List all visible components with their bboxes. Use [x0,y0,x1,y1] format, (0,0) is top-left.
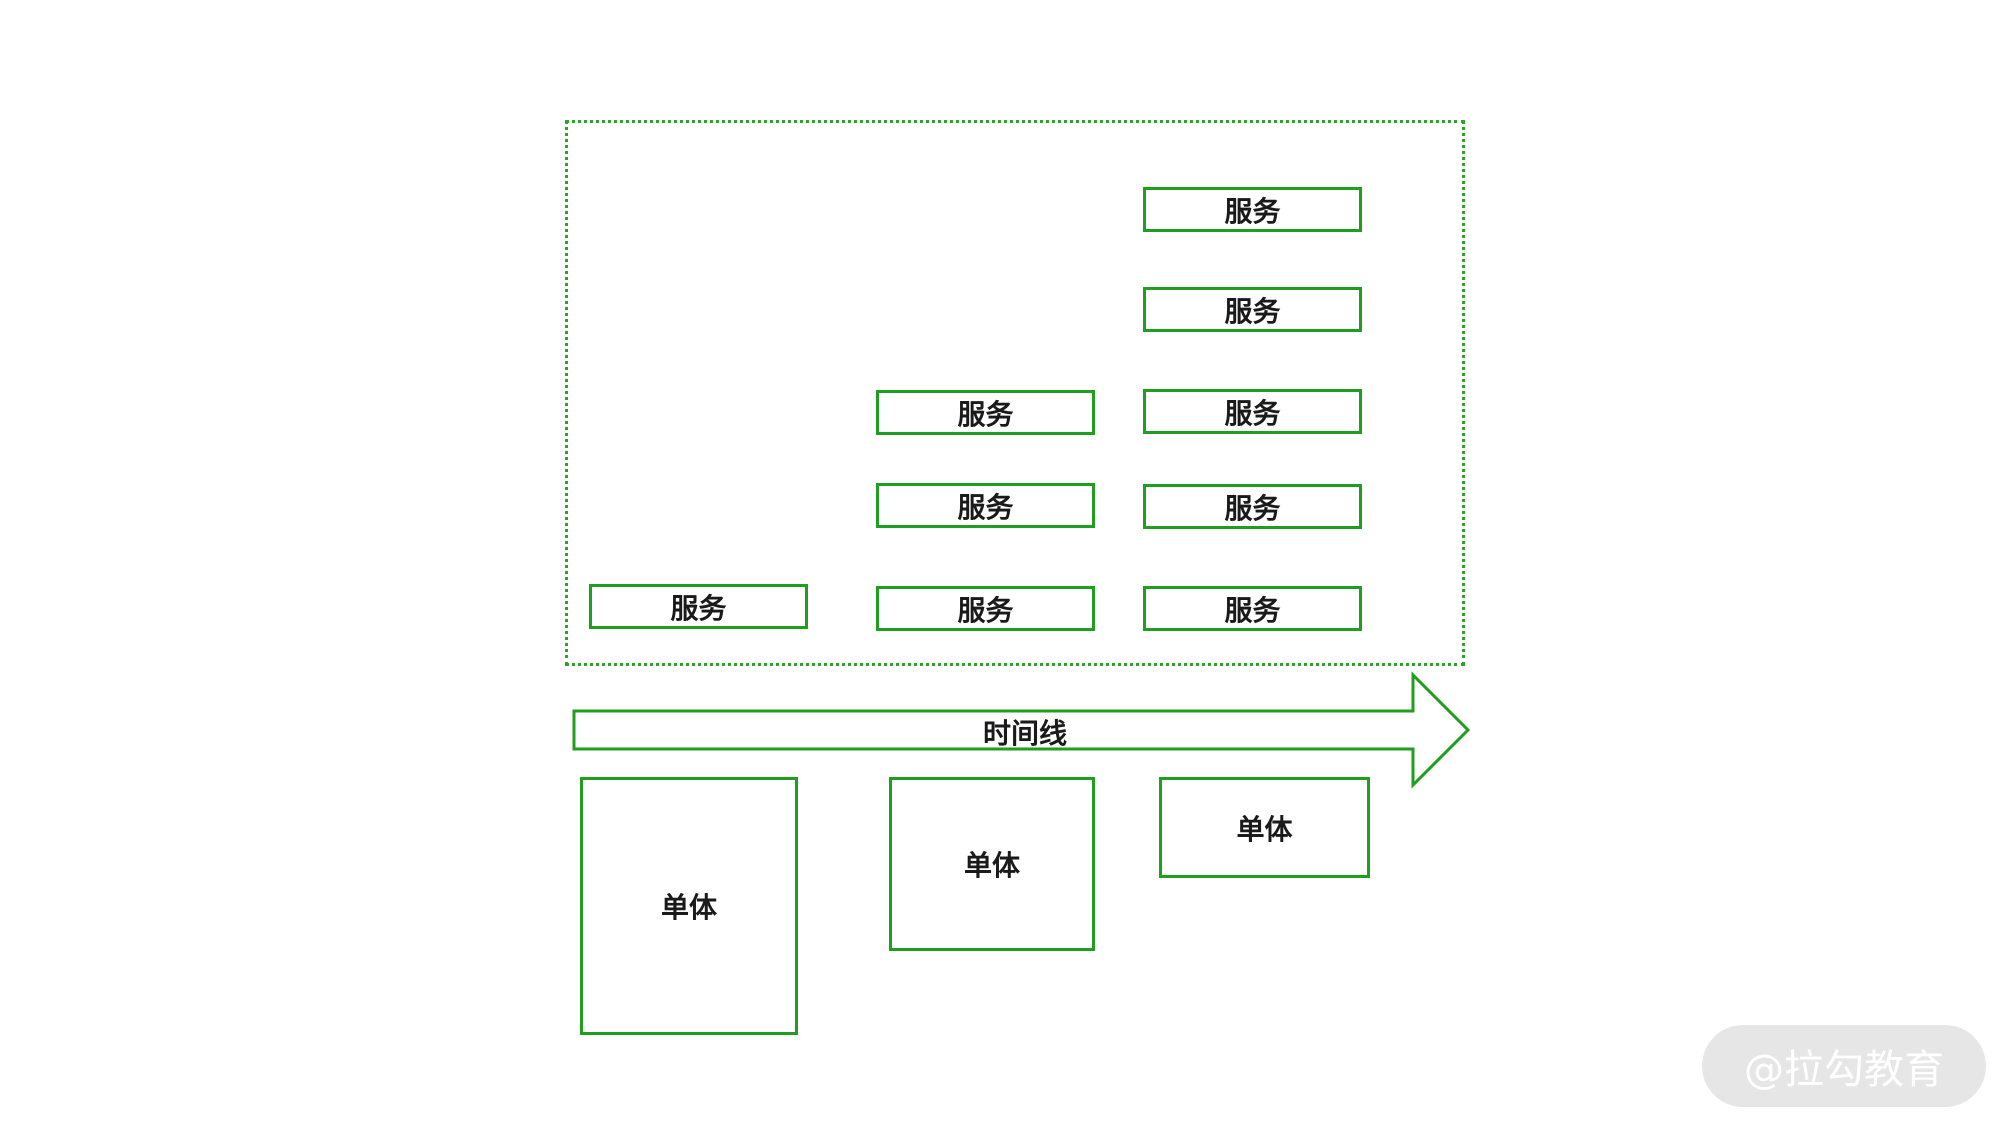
timeline-arrow-shape [572,671,1471,789]
service-box: 服务 [1143,389,1362,434]
service-box: 服务 [876,483,1095,528]
service-label: 服务 [1224,194,1281,228]
service-label: 服务 [1224,491,1281,525]
service-label: 服务 [957,397,1014,431]
service-label: 服务 [1224,593,1281,627]
service-box: 服务 [1143,287,1362,332]
service-box: 服务 [876,390,1095,435]
service-box: 服务 [1143,187,1362,232]
services-frame [565,120,1465,666]
monolith-box: 单体 [889,777,1095,951]
service-label: 服务 [957,593,1014,627]
service-label: 服务 [1224,396,1281,430]
watermark-text: @拉勾教育 [1744,1047,1944,1093]
service-box: 服务 [1143,586,1362,631]
monolith-box: 单体 [1159,777,1370,878]
service-label: 服务 [670,591,727,625]
service-label: 服务 [1224,294,1281,328]
service-box: 服务 [1143,484,1362,529]
timeline-label: 时间线 [982,717,1067,750]
monolith-label: 单体 [660,891,717,924]
service-label: 服务 [957,490,1014,524]
monolith-label: 单体 [963,849,1020,882]
monolith-label: 单体 [1236,812,1293,846]
service-box: 服务 [589,584,808,629]
watermark-badge: @拉勾教育 [1702,1025,1986,1107]
monolith-box: 单体 [580,777,798,1035]
service-box: 服务 [876,586,1095,631]
